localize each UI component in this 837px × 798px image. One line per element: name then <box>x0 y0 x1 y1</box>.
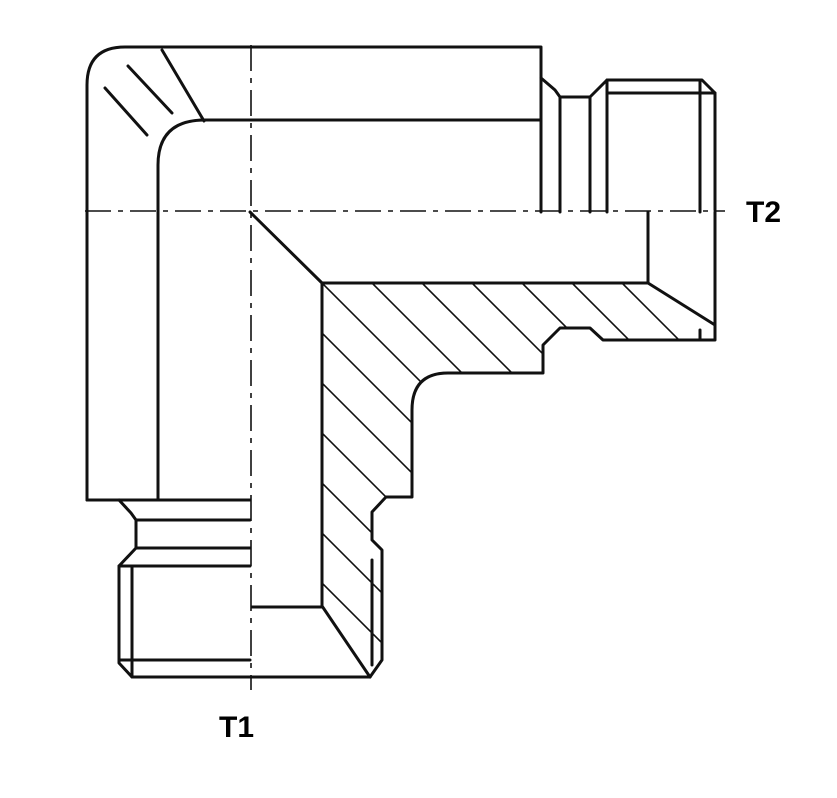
body-outline <box>85 45 543 502</box>
port-label-t1: T1 <box>219 711 255 744</box>
t2-port <box>539 76 717 327</box>
inner-bore <box>248 210 650 609</box>
section-hatching <box>322 283 715 677</box>
centerlines <box>85 45 725 690</box>
section-outline <box>320 281 717 679</box>
port-label-t2: T2 <box>746 196 782 229</box>
t1-port <box>117 498 372 679</box>
